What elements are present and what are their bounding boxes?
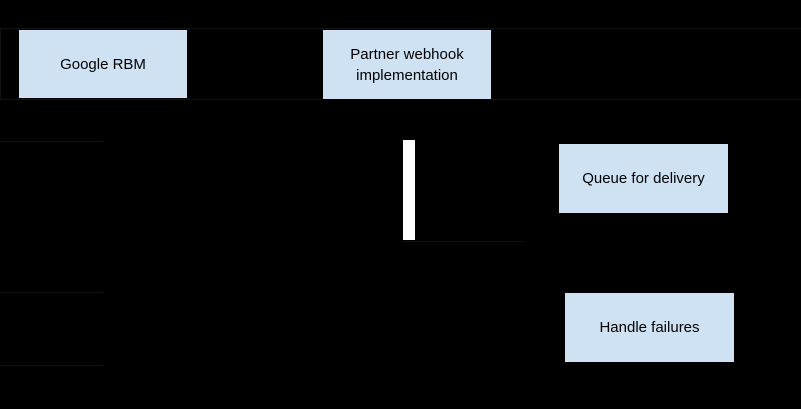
node-partner-webhook: Partner webhook implementation (322, 29, 492, 100)
arrow-remnant-line-1 (0, 141, 103, 142)
arrow-remnant-line-3 (0, 292, 103, 293)
node-partner-webhook-label: Partner webhook implementation (350, 45, 464, 84)
arrow-remnant-line-4 (0, 365, 103, 366)
node-handle-failures: Handle failures (564, 292, 735, 363)
arrow-remnant-line-2 (403, 241, 524, 242)
node-handle-failures-label: Handle failures (599, 319, 700, 336)
header-left-hairline (0, 28, 1, 100)
node-queue-for-delivery: Queue for delivery (558, 143, 729, 214)
node-queue-for-delivery-label: Queue for delivery (582, 170, 705, 187)
activation-bar (403, 140, 415, 240)
header-top-hairline (0, 28, 801, 29)
node-google-rbm: Google RBM (18, 29, 188, 99)
node-google-rbm-label: Google RBM (60, 55, 146, 73)
